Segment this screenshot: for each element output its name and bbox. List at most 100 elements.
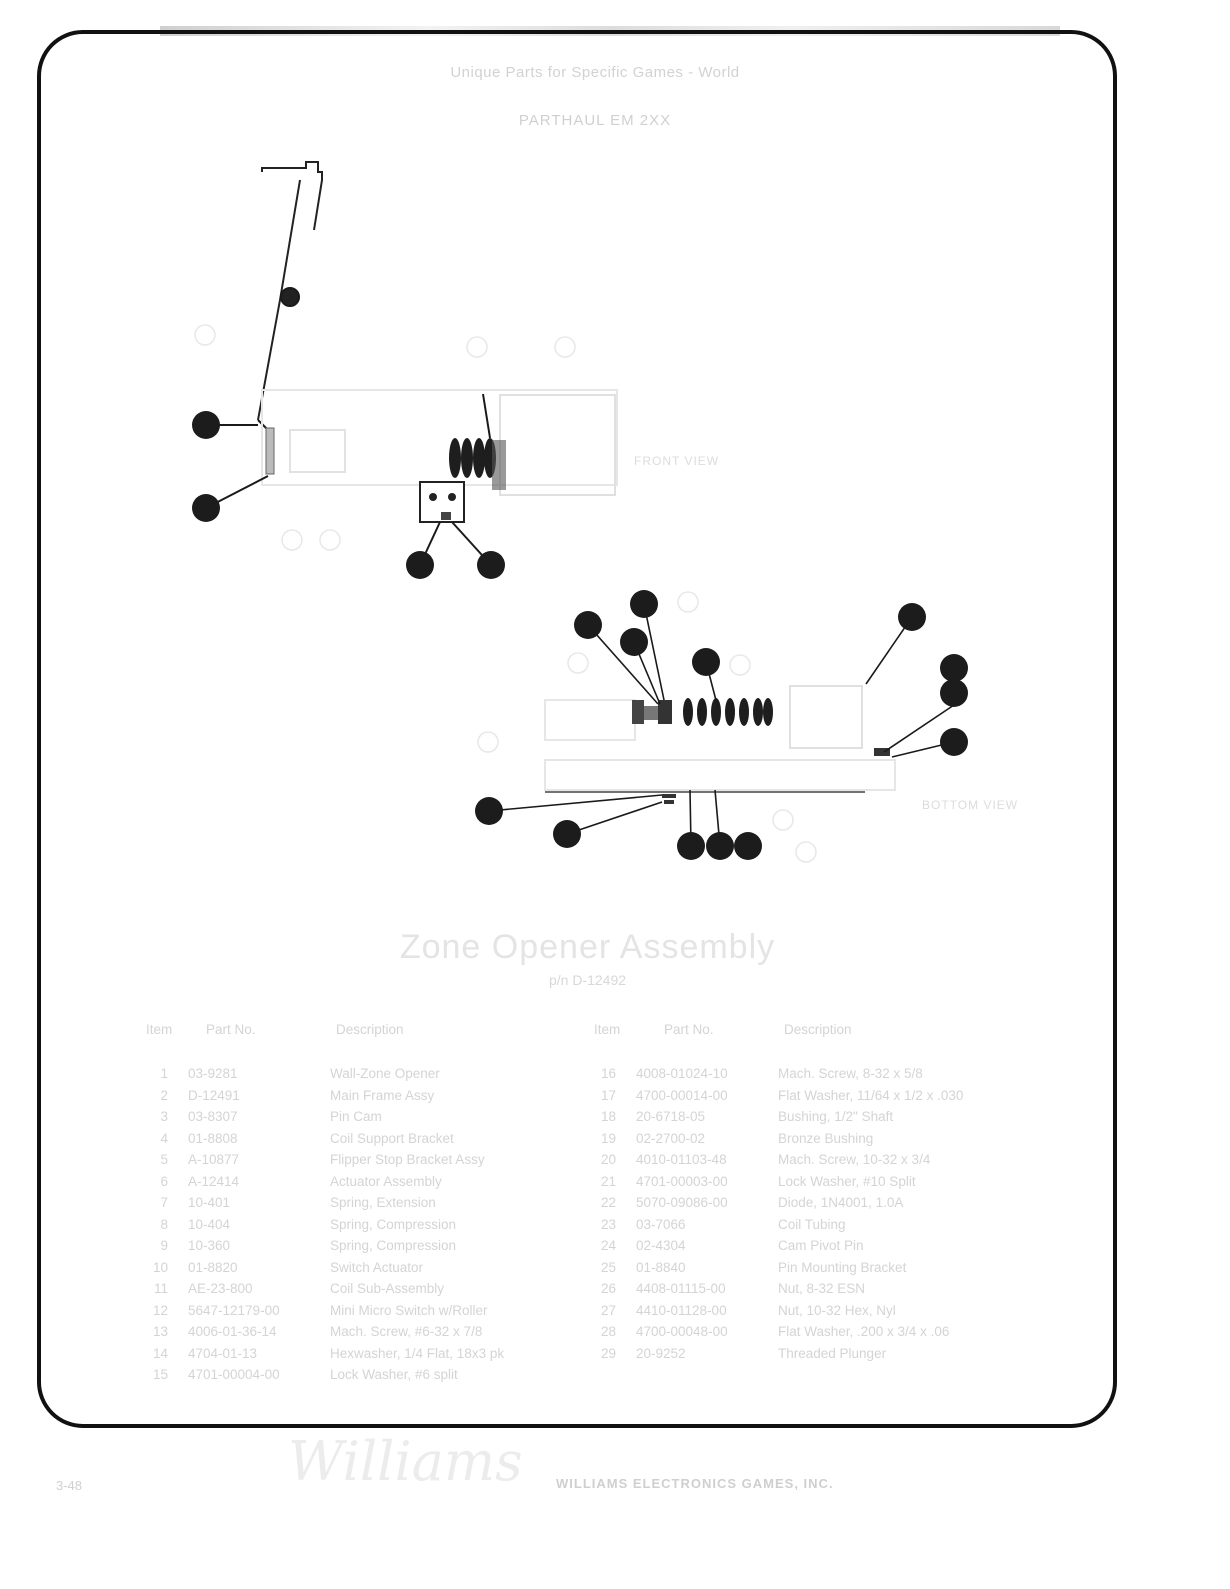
part-number: 20-9252	[636, 1345, 686, 1361]
item-number: 24	[600, 1238, 616, 1253]
part-number: AE-23-800	[188, 1281, 253, 1296]
table-row: 21 4701-00003-00 Lock Washer, #10 Split	[588, 1174, 1028, 1194]
item-number: 6	[160, 1173, 168, 1189]
coil-spring-bottom	[683, 698, 773, 726]
part-description: Mach. Screw, 8-32 x 5/8	[778, 1066, 923, 1081]
part-description: Flat Washer, .200 x 3/4 x .06	[778, 1324, 950, 1339]
part-description: Hexwasher, 1/4 Flat, 18x3 pk	[330, 1345, 505, 1361]
part-number: 03-9281	[188, 1066, 238, 1081]
callout-marker	[940, 728, 968, 756]
item-number: 26	[600, 1281, 616, 1296]
header-description: Description	[336, 1022, 404, 1037]
part-number: 5647-12179-00	[188, 1302, 280, 1318]
front-view-drawing	[257, 161, 618, 523]
callout-marker	[620, 628, 648, 656]
item-number: 22	[600, 1195, 616, 1210]
part-number: 4008-01024-10	[636, 1066, 728, 1081]
part-number: 03-7066	[636, 1216, 686, 1232]
part-number: 4700-00048-00	[636, 1324, 728, 1339]
item-number: 5	[160, 1152, 168, 1167]
part-description: Switch Actuator	[330, 1259, 424, 1275]
part-number: 4700-00014-00	[636, 1087, 728, 1103]
item-number: 9	[160, 1238, 168, 1253]
item-number: 16	[600, 1066, 616, 1081]
table-row: 9 10-360 Spring, Compression	[140, 1238, 570, 1258]
callout-marker	[553, 820, 581, 848]
part-description: Spring, Compression	[330, 1216, 457, 1232]
part-number: 4701-00003-00	[636, 1173, 728, 1189]
item-number: 2	[160, 1087, 168, 1103]
williams-logo: Williams	[288, 1430, 523, 1493]
part-number: A-10877	[188, 1152, 240, 1167]
coil-housing	[789, 685, 863, 749]
item-number: 29	[600, 1345, 616, 1361]
company-name: WILLIAMS ELECTRONICS GAMES, INC.	[556, 1476, 834, 1491]
callout-marker	[406, 551, 434, 579]
part-description: Pin Mounting Bracket	[778, 1259, 907, 1275]
item-number: 17	[600, 1087, 616, 1103]
plunger-cap	[632, 700, 644, 724]
part-number: 4701-00004-00	[188, 1367, 280, 1382]
header-line-2: PARTHAUL EM 2XX	[518, 112, 672, 129]
bottom-view-label: BOTTOM VIEW	[922, 798, 1019, 812]
item-number: 1	[160, 1066, 168, 1081]
part-number: 20-6718-05	[636, 1109, 706, 1124]
header-part-no: Part No.	[206, 1022, 256, 1037]
part-description: Flat Washer, 11/64 x 1/2 x .030	[778, 1087, 964, 1103]
item-number: 11	[153, 1281, 168, 1296]
lever-foot	[265, 427, 275, 475]
part-description: Mach. Screw, #6-32 x 7/8	[330, 1324, 483, 1339]
item-number: 15	[152, 1367, 168, 1382]
part-number: 01-8840	[636, 1259, 686, 1275]
part-description: Coil Sub-Assembly	[330, 1281, 445, 1296]
front-view-label: FRONT VIEW	[634, 454, 720, 468]
callout-leaders-bottom	[488, 603, 955, 847]
part-number: 4410-01128-00	[636, 1302, 727, 1318]
item-number: 8	[160, 1216, 168, 1232]
part-number: 10-404	[188, 1216, 231, 1232]
item-number: 7	[160, 1195, 168, 1210]
part-number: 01-8820	[188, 1259, 238, 1275]
part-description: Pin Cam	[330, 1109, 382, 1124]
diode	[874, 748, 890, 756]
part-description: Lock Washer, #10 Split	[778, 1173, 916, 1189]
callout-marker	[898, 603, 926, 631]
part-description: Nut, 8-32 ESN	[778, 1281, 866, 1296]
callout-marker	[477, 551, 505, 579]
bottom-view-drawing	[544, 685, 896, 804]
table-row: 29 20-9252 Threaded Plunger	[588, 1346, 1028, 1366]
part-number: 01-8808	[188, 1130, 238, 1146]
part-description: Bushing, 1/2" Shaft	[778, 1109, 894, 1124]
part-description: Bronze Bushing	[778, 1130, 874, 1146]
part-number: 02-2700-02	[636, 1130, 706, 1146]
part-number: 03-8307	[188, 1109, 238, 1124]
part-number: 02-4304	[636, 1238, 686, 1253]
part-description: Mach. Screw, 10-32 x 3/4	[778, 1152, 931, 1167]
item-number: 21	[600, 1173, 616, 1189]
part-description: Spring, Compression	[330, 1238, 457, 1253]
header-line-1: Unique Parts for Specific Games - World	[450, 64, 740, 81]
part-description: Threaded Plunger	[778, 1345, 887, 1361]
part-number: 10-360	[188, 1238, 231, 1253]
table-row: 17 4700-00014-00 Flat Washer, 11/64 x 1/2 …	[588, 1088, 1028, 1108]
part-number: 4704-01-13	[188, 1345, 258, 1361]
